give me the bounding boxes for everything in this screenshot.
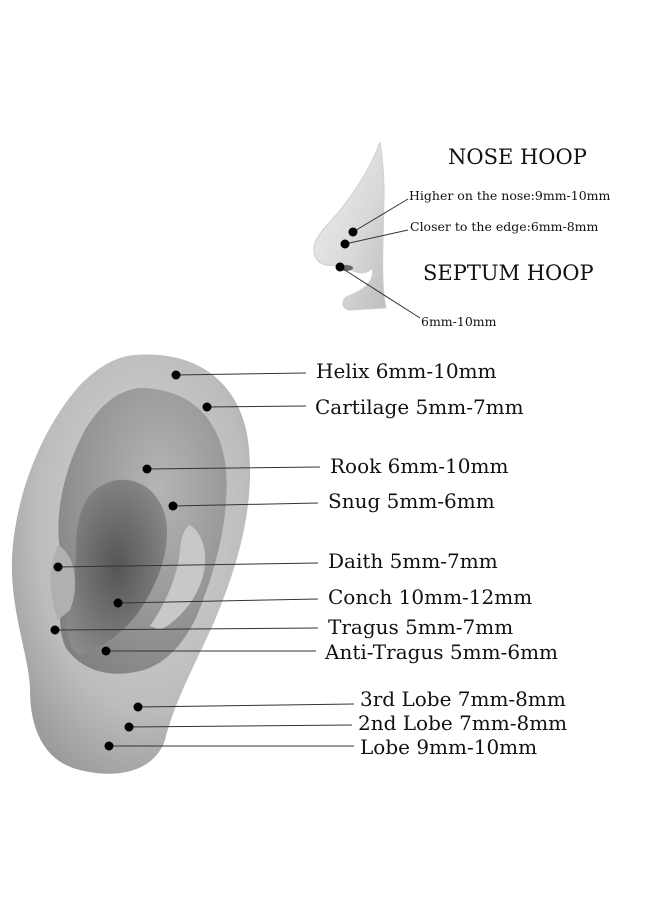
snug-dot [168,501,178,511]
helix-leader-line [175,372,307,376]
third-lobe-label: 3rd Lobe 7mm-8mm [360,687,566,711]
snug-label: Snug 5mm-6mm [328,489,495,513]
anti-tragus-dot [101,646,111,656]
anti-tragus-label: Anti-Tragus 5mm-6mm [325,640,558,664]
nose-hoop-title: NOSE HOOP [448,145,587,169]
third-lobe-dot [133,702,143,712]
septum-leader-line [339,266,421,319]
second-lobe-label: 2nd Lobe 7mm-8mm [358,711,568,735]
closer-to-edge-leader-line [344,229,409,245]
rook-leader-line [146,466,321,470]
helix-dot [171,370,181,380]
rook-label: Rook 6mm-10mm [330,454,509,478]
tragus-leader-line [54,627,319,631]
closer-to-edge-label: Closer to the edge:6mm-8mm [410,219,599,234]
daith-leader-line [57,562,319,568]
second-lobe-leader-line [128,724,353,728]
cartilage-leader-line [206,405,307,408]
third-lobe-leader-line [137,703,355,708]
tragus-label: Tragus 5mm-7mm [328,615,514,639]
septum-size-label: 6mm-10mm [421,314,497,329]
lobe-label: Lobe 9mm-10mm [360,735,538,759]
conch-dot [113,598,123,608]
helix-label: Helix 6mm-10mm [316,359,497,383]
piercing-dots [50,227,358,751]
ear-illustration [11,354,251,774]
cartilage-dot [202,402,212,412]
higher-on-nose-label: Higher on the nose:9mm-10mm [409,188,611,203]
nose-illustration [313,141,387,311]
lobe-dot [104,741,114,751]
daith-dot [53,562,63,572]
septum-hoop-title: SEPTUM HOOP [423,261,594,285]
conch-leader-line [117,598,319,604]
snug-leader-line [172,502,319,507]
cartilage-label: Cartilage 5mm-7mm [315,395,524,419]
rook-dot [142,464,152,474]
septum-dot [335,262,345,272]
leader-lines [54,198,421,747]
tragus-dot [50,625,60,635]
second-lobe-dot [124,722,134,732]
closer-to-edge-dot [340,239,350,249]
daith-label: Daith 5mm-7mm [328,549,498,573]
higher-on-nose-dot [348,227,358,237]
conch-label: Conch 10mm-12mm [328,585,533,609]
higher-on-nose-leader-line [352,198,409,233]
